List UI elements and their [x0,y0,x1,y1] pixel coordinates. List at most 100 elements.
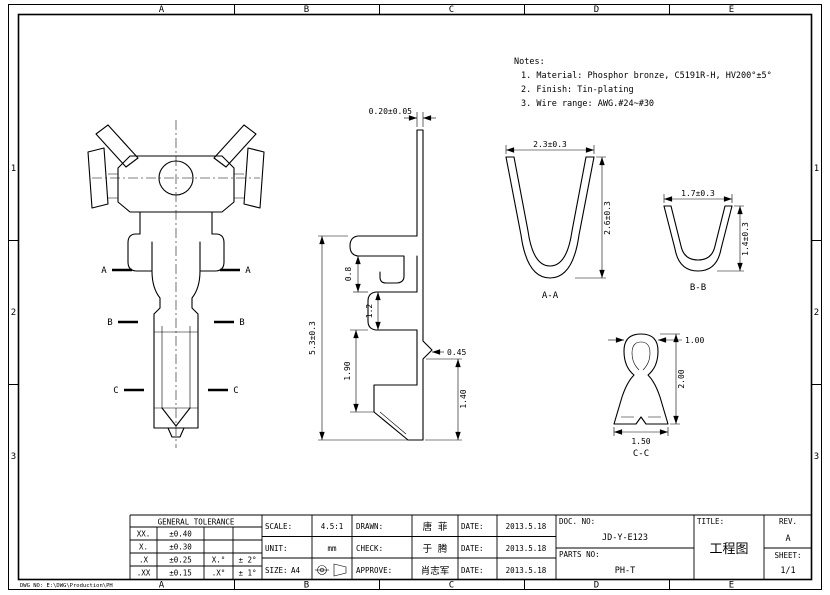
front-crimp-wings [127,233,225,272]
notes: Notes: 1. Material: Phosphor bronze, C51… [514,57,772,109]
cut-label-b: B [107,318,112,328]
col-label-top: A [159,5,165,15]
projection-cone-icon [333,563,347,577]
tol-r2-c3: X.° [212,556,226,565]
note-item: 2. Finish: Tin-plating [521,85,634,95]
note-item: 3. Wire range: AWG.#24~#30 [521,99,654,109]
bb-outer [663,205,733,272]
date-value-3: 2013.5.18 [506,566,547,575]
bb-label: B-B [690,283,706,293]
sheet-label: SHEET: [774,551,801,560]
front-tab-connectors [108,173,244,199]
col-label-bottom: E [729,581,734,591]
tol-r3-c2: ±0.15 [169,569,192,578]
cc-inner [621,341,661,418]
cut-label-c: C [113,386,118,396]
front-tip [167,427,185,438]
cut-label-c: C [233,386,238,396]
front-barrel-inner [154,326,198,409]
cc-ext-bottom [613,427,669,436]
tol-r1-c1: X. [139,543,148,552]
dim-text-finger: 1.2 [365,304,374,319]
title-value: 工程图 [709,542,748,557]
side-foot [373,384,424,441]
ext-lines-lower [350,329,374,413]
front-left-wing [95,124,139,168]
tol-r1-c2: ±0.30 [169,543,192,552]
front-view: A A B B C C [87,120,265,448]
drawn-value: 唐 菲 [423,521,448,533]
section-aa: 2.3±0.3 2.6±0.3 A-A [505,140,612,301]
col-label-top: D [594,5,599,15]
tol-r0-c1: XX. [137,530,151,539]
date-label-2: DATE: [461,544,484,553]
side-wall [416,129,433,441]
dim-text-gap: 0.8 [344,267,353,282]
rev-label: REV. [779,517,797,526]
aa-dim-text-width: 2.3±0.3 [533,140,567,149]
tol-r2-c2: ±0.25 [169,556,192,565]
inner-border [17,13,813,581]
front-right-tab [243,147,265,209]
aa-outer [505,156,595,279]
row-label-right: 1 [814,164,819,174]
front-barrel-chamfer [161,407,191,427]
frame-ticks [8,4,822,590]
front-neck [151,270,201,327]
cc-dim-text-height: 2.00 [677,369,686,388]
doc-no-value: JD-Y-E123 [602,533,648,543]
aa-inner [513,156,587,267]
unit-value: mm [327,544,337,553]
col-label-bottom: A [159,581,165,591]
dim-text-total: 5.3±0.3 [308,321,317,355]
size-label: SIZE: [265,566,288,575]
dim-text-lance: 0.45 [447,348,466,357]
row-label-right: 3 [814,452,819,462]
col-label-bottom: B [304,581,309,591]
ext-lines-tail [425,358,462,441]
bb-dim-text-height: 1.4±0.3 [741,222,750,256]
drawn-label: DRAWN: [356,522,383,531]
dim-text-lower: 1.90 [343,361,352,380]
date-value-1: 2013.5.18 [506,522,547,531]
check-label: CHECK: [356,544,383,553]
parts-no-value: PH-T [615,566,635,576]
front-left-tab [87,147,109,209]
aa-dim-text-height: 2.6±0.3 [603,201,612,235]
bb-inner [670,205,726,261]
tolerance-header: GENERAL TOLERANCE [158,518,235,527]
note-item: 1. Material: Phosphor bronze, C5191R-H, … [521,71,772,81]
tol-r2-c1: .X [139,556,149,565]
bb-dim-text-width: 1.7±0.3 [681,189,715,198]
col-label-bottom: D [594,581,599,591]
cc-dim-text-bottom: 1.50 [631,437,650,446]
approve-label: APPROVE: [356,566,392,575]
col-label-top: C [449,5,454,15]
front-neck-steps [139,211,213,235]
projection-angle-symbol [315,563,347,577]
side-lower-finger [367,291,418,331]
outer-border [8,4,822,590]
tol-r3-c3: .X° [212,569,226,578]
col-label-top: E [729,5,734,15]
cc-outer [613,333,669,425]
title-block-lines [129,514,812,580]
front-barrel [153,325,199,429]
section-cc: 1.00 2.00 1.50 C-C [608,333,704,459]
size-value: A4 [291,566,301,575]
notes-heading: Notes: [514,57,545,67]
tol-r0-c2: ±0.40 [169,530,192,539]
sheet-value: 1/1 [780,566,795,576]
scale-label: SCALE: [265,522,292,531]
dwg-path-footer: DWG NO: E:\DWG\Production\PH [20,583,113,589]
col-label-top: B [304,5,309,15]
side-upper-finger [349,235,418,284]
dim-text-tail: 1.40 [459,389,468,408]
date-label-1: DATE: [461,522,484,531]
date-value-2: 2013.5.18 [506,544,547,553]
row-label-right: 2 [814,308,819,318]
scale-value: 4.5:1 [321,522,344,531]
rev-value: A [785,534,790,544]
cc-label: C-C [633,449,649,459]
